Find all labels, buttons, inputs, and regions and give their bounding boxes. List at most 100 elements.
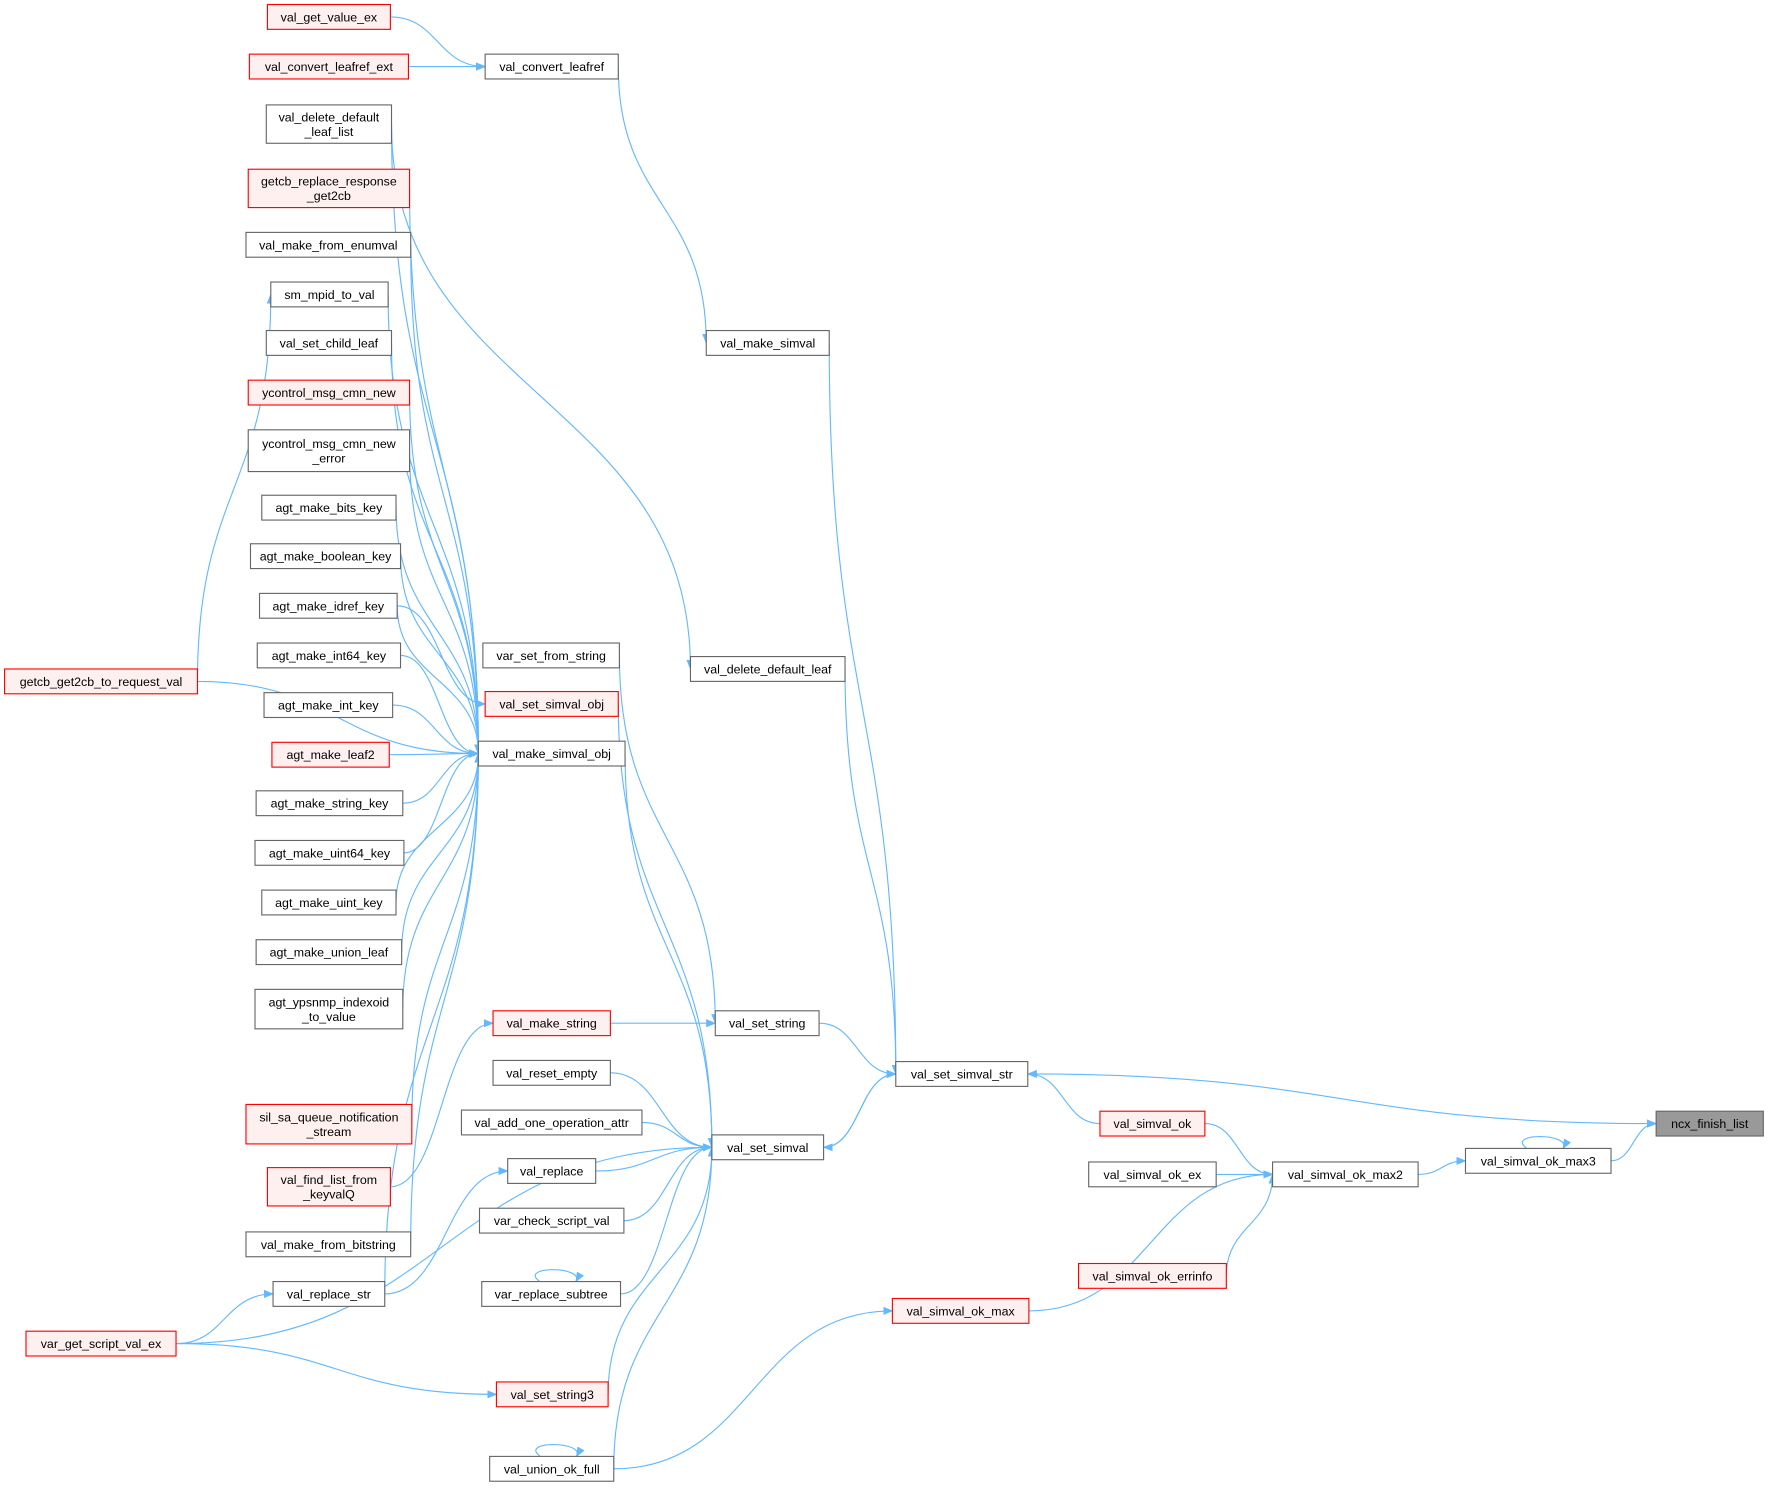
edge-val-set-string-to-val-set-simval-str xyxy=(819,1022,897,1079)
node-val-reset-empty[interactable]: val_reset_empty xyxy=(492,1059,611,1086)
node-val-simval-ok-errinfo[interactable]: val_simval_ok_errinfo xyxy=(1077,1262,1227,1289)
node-val-simval-ok-max2[interactable]: val_simval_ok_max2 xyxy=(1272,1161,1419,1188)
node-label: val_add_one_operation_attr xyxy=(475,1116,629,1130)
node-val-make-string[interactable]: val_make_string xyxy=(492,1010,611,1037)
node-box xyxy=(507,1158,597,1184)
node-var-set-from-string[interactable]: var_set_from_string xyxy=(482,642,620,669)
edge-val-simval-ok-max-to-val-simval-ok-max2 xyxy=(1028,1170,1274,1312)
node-val-delete-default-leaf-list[interactable]: val_delete_default_leaf_list xyxy=(265,104,393,144)
edge-var-replace-subtree-to-val-set-simval xyxy=(620,1143,713,1295)
node-val-make-simval-obj[interactable]: val_make_simval_obj xyxy=(477,740,626,767)
node-var-check-script-val[interactable]: var_check_script_val xyxy=(478,1207,625,1234)
node-val-make-from-bitstring[interactable]: val_make_from_bitstring xyxy=(245,1231,412,1258)
node-box xyxy=(478,1207,625,1234)
node-val-make-from-enumval[interactable]: val_make_from_enumval xyxy=(245,231,412,258)
node-var-get-script-val-ex[interactable]: var_get_script_val_ex xyxy=(25,1330,177,1357)
node-val-set-string3[interactable]: val_set_string3 xyxy=(495,1381,609,1408)
node-val-convert-leafref[interactable]: val_convert_leafref xyxy=(484,53,619,80)
node-val-add-one-operation-attr[interactable]: val_add_one_operation_attr xyxy=(460,1109,643,1136)
edge-val-simval-ok-max3-to-ncx-finish-list xyxy=(1610,1119,1658,1162)
node-box xyxy=(711,1134,825,1161)
node-label: val_make_from_enumval xyxy=(259,238,397,252)
node-val-get-value-ex[interactable]: val_get_value_ex xyxy=(266,3,391,30)
node-label: val_union_ok_full xyxy=(504,1462,600,1476)
node-label: _to_value xyxy=(301,1010,356,1024)
node-agt-make-union-leaf[interactable]: agt_make_union_leaf xyxy=(255,939,403,966)
node-agt-make-int64-key[interactable]: agt_make_int64_key xyxy=(256,642,402,669)
node-box xyxy=(249,543,402,570)
node-agt-make-bits-key[interactable]: agt_make_bits_key xyxy=(261,494,397,521)
edge-val-make-simval-to-val-set-simval-str xyxy=(828,342,900,1075)
node-val-simval-ok-max[interactable]: val_simval_ok_max xyxy=(891,1297,1030,1324)
node-label: val_delete_default_leaf xyxy=(704,662,832,676)
node-val-set-string[interactable]: val_set_string xyxy=(714,1010,820,1037)
edge-agt-make-uint64-key-to-val-make-simval-obj xyxy=(403,749,480,854)
edge-agt-make-int-key-to-val-make-simval-obj xyxy=(392,704,480,758)
edge-val-replace-str-to-val-replace xyxy=(384,1166,509,1295)
node-var-replace-subtree[interactable]: var_replace_subtree xyxy=(481,1280,622,1307)
node-val-union-ok-full[interactable]: val_union_ok_full xyxy=(489,1455,615,1482)
edge-agt-make-boolean-key-to-val-make-simval-obj xyxy=(399,556,483,755)
node-label: val_make_string xyxy=(507,1017,597,1031)
node-label: var_check_script_val xyxy=(494,1214,610,1228)
node-box xyxy=(489,1455,615,1482)
node-val-make-simval[interactable]: val_make_simval xyxy=(705,329,830,356)
node-sm-mpid-to-val[interactable]: sm_mpid_to_val xyxy=(270,281,389,308)
node-box xyxy=(245,231,412,258)
node-box xyxy=(266,3,391,30)
node-val-find-list-from-keyvalq[interactable]: val_find_list_from_keyvalQ xyxy=(266,1167,391,1207)
node-getcb-replace-response-get2cb[interactable]: getcb_replace_response_get2cb xyxy=(247,168,411,209)
node-val-set-child-leaf[interactable]: val_set_child_leaf xyxy=(265,329,393,356)
node-label: val_simval_ok_errinfo xyxy=(1093,1269,1213,1283)
node-agt-make-leaf2[interactable]: agt_make_leaf2 xyxy=(271,741,390,768)
node-agt-make-uint-key[interactable]: agt_make_uint_key xyxy=(261,889,397,916)
node-agt-make-uint64-key[interactable]: agt_make_uint64_key xyxy=(254,839,405,866)
node-label: val_simval_ok_max2 xyxy=(1288,1168,1403,1182)
node-sil-sa-queue-notification-stream[interactable]: sil_sa_queue_notification_stream xyxy=(245,1103,413,1145)
node-val-simval-ok-max3[interactable]: val_simval_ok_max3 xyxy=(1464,1147,1612,1174)
edge-val-simval-ok-max3-to-val-simval-ok-max3 xyxy=(1522,1136,1572,1150)
node-ycontrol-msg-cmn-new-error[interactable]: ycontrol_msg_cmn_new_error xyxy=(247,429,411,473)
node-label: agt_make_uint64_key xyxy=(269,846,391,860)
node-label: val_find_list_from xyxy=(281,1173,377,1187)
node-label: agt_make_int_key xyxy=(278,699,379,713)
node-box xyxy=(247,168,411,209)
node-box xyxy=(484,690,619,717)
node-label: agt_make_int64_key xyxy=(272,649,387,663)
node-box xyxy=(1464,1147,1612,1174)
node-box xyxy=(254,988,404,1030)
node-getcb-get2cb-to-request-val[interactable]: getcb_get2cb_to_request_val xyxy=(3,668,199,695)
edge-val-delete-default-leaf-to-val-set-simval-str xyxy=(844,668,900,1075)
node-val-set-simval-obj[interactable]: val_set_simval_obj xyxy=(484,690,619,717)
node-box xyxy=(255,790,404,817)
node-agt-ypsnmp-indexoid-to-value[interactable]: agt_ypsnmp_indexoid_to_value xyxy=(254,988,404,1030)
node-box xyxy=(256,642,402,669)
node-val-convert-leafref-ext[interactable]: val_convert_leafref_ext xyxy=(248,53,409,80)
node-val-simval-ok-ex[interactable]: val_simval_ok_ex xyxy=(1088,1161,1217,1188)
node-val-replace-str[interactable]: val_replace_str xyxy=(272,1280,386,1307)
node-val-simval-ok[interactable]: val_simval_ok xyxy=(1099,1110,1206,1137)
node-val-delete-default-leaf[interactable]: val_delete_default_leaf xyxy=(689,656,846,682)
edge-getcb-get2cb-to-request-val-to-sm-mpid-to-val xyxy=(196,293,275,682)
node-val-set-simval[interactable]: val_set_simval xyxy=(711,1134,825,1161)
node-val-set-simval-str[interactable]: val_set_simval_str xyxy=(895,1061,1029,1087)
node-box xyxy=(484,53,619,80)
node-ycontrol-msg-cmn-new[interactable]: ycontrol_msg_cmn_new xyxy=(247,379,411,406)
node-label: sm_mpid_to_val xyxy=(284,288,374,302)
node-ncx-finish-list[interactable]: ncx_finish_list xyxy=(1655,1110,1764,1137)
node-agt-make-int-key[interactable]: agt_make_int_key xyxy=(263,692,394,719)
edge-ycontrol-msg-cmn-new-to-val-make-simval-obj xyxy=(408,392,483,755)
node-agt-make-idref-key[interactable]: agt_make_idref_key xyxy=(258,592,398,619)
node-agt-make-boolean-key[interactable]: agt_make_boolean_key xyxy=(249,543,402,570)
node-label: sil_sa_queue_notification xyxy=(259,1110,398,1124)
edge-val-make-simval-obj-to-val-set-simval xyxy=(624,753,716,1149)
node-box xyxy=(1088,1161,1217,1188)
edge-agt-make-bits-key-to-val-make-simval-obj xyxy=(395,507,483,755)
node-agt-make-string-key[interactable]: agt_make_string_key xyxy=(255,790,404,817)
node-val-replace[interactable]: val_replace xyxy=(507,1158,597,1184)
edge-agt-make-string-key-to-val-make-simval-obj xyxy=(402,749,480,804)
node-box xyxy=(1099,1110,1206,1137)
node-box xyxy=(272,1280,386,1307)
node-box xyxy=(248,53,409,80)
